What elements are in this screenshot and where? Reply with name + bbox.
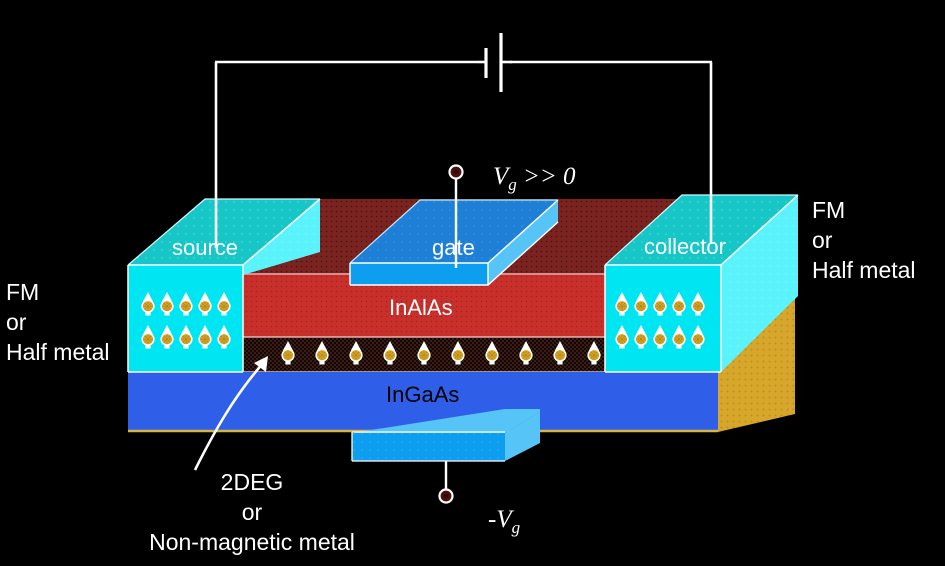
gate-terminals	[438, 164, 464, 504]
collector-top-texture	[605, 195, 798, 265]
bottom-gate-terminal-core	[443, 493, 449, 499]
bottom-gate-right-face	[505, 412, 540, 461]
two-deg-pointer-head	[254, 356, 268, 372]
vg-relation: >> 0	[516, 163, 576, 190]
gate-right-face	[488, 200, 558, 285]
collector-front-face	[605, 265, 721, 372]
gate-front-face	[350, 263, 488, 285]
bottom-gate	[351, 409, 540, 462]
top-gate-voltage-label: Vg >> 0	[468, 135, 576, 223]
source-block	[127, 198, 321, 373]
source-top-texture	[128, 199, 320, 265]
bottom-gate-texture	[352, 433, 505, 461]
gate-top-texture	[350, 200, 558, 263]
external-circuit	[214, 33, 713, 248]
vg-subscript: g	[508, 175, 517, 194]
bottom-gate-side-face	[352, 409, 540, 433]
top-gate-terminal-core	[453, 169, 459, 175]
ingaas-layer	[128, 296, 795, 433]
bottom-gate-voltage-label: -Vg	[463, 478, 520, 566]
two-deg-pointer	[193, 356, 268, 471]
ingaas-side-face	[718, 296, 795, 432]
neg-vg-prefix: -	[488, 506, 497, 533]
vg-symbol: V	[493, 163, 509, 190]
two-deg-pointer-line	[193, 361, 265, 471]
neg-vg-subscript: g	[511, 518, 521, 537]
neg-vg-symbol: V	[496, 506, 512, 533]
source-right-texture	[243, 199, 320, 275]
collector-right-texture	[721, 195, 798, 372]
collector-block	[604, 194, 799, 373]
source-front-face	[128, 265, 243, 372]
top-gate	[349, 199, 559, 286]
